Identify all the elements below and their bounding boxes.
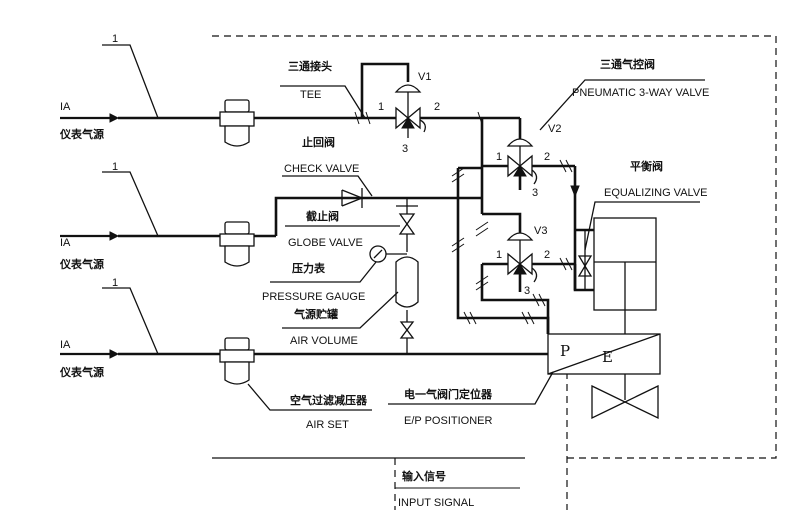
leader-line-3a	[102, 287, 159, 355]
check-cn-label: 止回阀	[302, 135, 335, 149]
gauge-cn-label: 压力表	[292, 261, 326, 275]
tee-mark-b	[365, 111, 371, 125]
supply-arrowhead-3	[109, 349, 120, 359]
v3-port-1: 1	[496, 249, 502, 261]
air-set-2	[219, 221, 255, 267]
leader-line-2a	[102, 171, 159, 237]
ia-cn-label-2: 仪表气源	[59, 257, 104, 271]
pressure-gauge	[369, 245, 407, 263]
volume-cn-label: 气源贮罐	[293, 307, 338, 321]
volume-leader	[282, 291, 399, 329]
v2-port-1: 1	[496, 151, 502, 163]
line-number-3: 1	[112, 277, 118, 289]
p3w-leader	[539, 79, 705, 131]
tee-bypass	[360, 62, 410, 118]
v1-port-3: 3	[402, 143, 408, 155]
ia-cn-label-3: 仪表气源	[59, 365, 104, 379]
valve-v3	[506, 232, 534, 276]
positioner-p-label: P	[560, 342, 570, 360]
v3-label: V3	[534, 225, 547, 237]
globe-en-label: GLOBE VALVE	[288, 237, 363, 249]
check-en-label: CHECK VALVE	[284, 163, 359, 175]
valve-v2	[506, 138, 534, 178]
p3w-cn-label: 三通气控阀	[600, 57, 655, 71]
input-en-label: INPUT SIGNAL	[398, 497, 474, 509]
pipe-right-v3	[573, 264, 594, 292]
tee-leader	[280, 85, 366, 119]
supply-arrowhead-1	[109, 113, 120, 123]
check-valve	[341, 188, 363, 208]
v2-port-3: 3	[532, 187, 538, 199]
ia-cn-label-1: 仪表气源	[59, 127, 104, 141]
line-number-2: 1	[112, 161, 118, 173]
volume-en-label: AIR VOLUME	[290, 335, 358, 347]
tee-mark-a	[354, 111, 360, 125]
eq-cn-label: 平衡阀	[630, 159, 663, 173]
air-set-1	[219, 99, 255, 147]
signal-line-b	[480, 264, 550, 334]
exhaust-arrow-v2	[531, 169, 538, 185]
pipe-hatch-marks	[451, 159, 573, 325]
pipe-row2-riser	[274, 196, 482, 236]
ep-positioner	[547, 333, 661, 375]
tee-en-label: TEE	[300, 89, 321, 101]
valve-v1	[394, 84, 422, 130]
exhaust-arrow-v3	[531, 267, 538, 283]
airset-leader	[247, 383, 372, 411]
v1-port-2: 2	[434, 101, 440, 113]
input-cn-label: 输入信号	[402, 469, 446, 483]
globe-valve	[396, 198, 418, 252]
tee-cn-label: 三通接头	[288, 59, 332, 73]
ep-en-label: E/P POSITIONER	[404, 415, 492, 427]
eq-en-label: EQUALIZING VALVE	[604, 187, 708, 199]
gauge-leader	[270, 261, 377, 283]
leader-line-1a	[102, 44, 159, 119]
eq-leader	[584, 201, 700, 251]
ia-label-3: IA	[60, 339, 71, 351]
exhaust-arrow-v1	[419, 119, 426, 133]
air-volume-tank	[395, 256, 419, 354]
ia-label-2: IA	[60, 237, 71, 249]
supply-arrowhead-2	[109, 231, 120, 241]
butterfly-valve	[591, 384, 659, 420]
v1-port-1: 1	[378, 101, 384, 113]
ep-leader	[388, 371, 554, 405]
v1-label: V1	[418, 71, 431, 83]
v2-label: V2	[548, 123, 561, 135]
line-number-1: 1	[112, 33, 118, 45]
ep-cn-label: 电一气阀门定位器	[404, 387, 493, 401]
v3-port-2: 2	[544, 249, 550, 261]
v3-port-3: 3	[524, 285, 530, 297]
airset-en-label: AIR SET	[306, 419, 349, 431]
p3w-en-label: PNEUMATIC 3-WAY VALVE	[572, 87, 709, 99]
air-set-3	[219, 337, 255, 385]
gauge-en-label: PRESSURE GAUGE	[262, 291, 365, 303]
airset-cn-label: 空气过滤减压器	[290, 393, 368, 407]
globe-cn-label: 截止阀	[306, 209, 339, 223]
v2-port-2: 2	[544, 151, 550, 163]
actuator-cylinder	[593, 217, 657, 400]
enclosure-boundary	[212, 35, 777, 459]
flow-arrow-down	[570, 185, 580, 198]
check-leader	[282, 175, 373, 197]
ia-label-1: IA	[60, 101, 71, 113]
pipe-482-branch	[482, 212, 522, 236]
positioner-e-label: E	[602, 348, 613, 366]
